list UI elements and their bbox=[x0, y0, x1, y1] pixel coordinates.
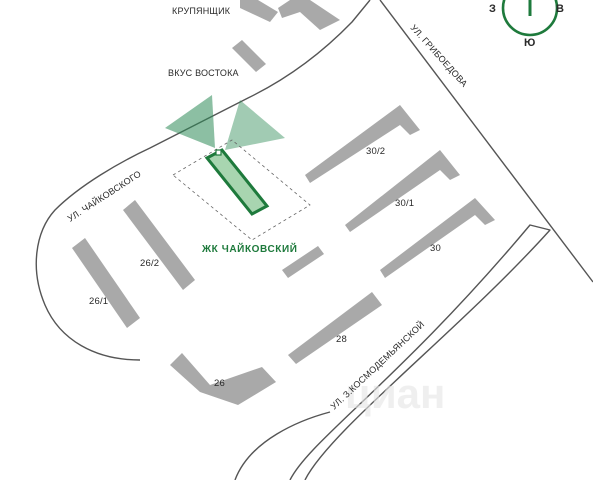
house-30-2: 30/2 bbox=[366, 146, 385, 157]
complex-group bbox=[165, 95, 311, 241]
road-kosmodemyanskoy bbox=[289, 224, 551, 480]
building-26 bbox=[170, 353, 276, 405]
building-small-mid bbox=[282, 246, 324, 278]
place-vkus-vostoka: ВКУС ВОСТОКА bbox=[168, 68, 239, 78]
building-26-2 bbox=[123, 200, 195, 290]
compass-west: З bbox=[489, 3, 496, 15]
complex-label: ЖК ЧАЙКОВСКИЙ bbox=[201, 242, 298, 255]
house-26-1: 26/1 bbox=[89, 296, 108, 307]
house-26: 26 bbox=[214, 378, 225, 389]
complex-plot-outline bbox=[172, 139, 311, 241]
compass: З В Ю bbox=[489, 0, 564, 49]
view-cone-right bbox=[225, 100, 285, 150]
compass-ring bbox=[501, 0, 559, 37]
complex-building bbox=[204, 148, 270, 216]
road-lower-curve bbox=[234, 411, 331, 480]
building-30-1 bbox=[345, 150, 460, 232]
house-30: 30 bbox=[430, 243, 441, 254]
road-griboedova bbox=[379, 0, 593, 283]
house-28: 28 bbox=[336, 334, 347, 345]
view-cone-left bbox=[165, 95, 215, 148]
compass-east: В bbox=[556, 3, 564, 15]
road-chaikovskogo bbox=[35, 0, 371, 361]
building-top-3 bbox=[232, 40, 266, 72]
watermark: циан bbox=[345, 370, 445, 417]
building-28 bbox=[288, 292, 382, 364]
building-top-1 bbox=[240, 0, 278, 22]
building-30 bbox=[380, 198, 495, 278]
house-26-2: 26/2 bbox=[140, 258, 159, 269]
building-top-2 bbox=[278, 0, 340, 30]
buildings bbox=[72, 0, 495, 405]
roads bbox=[35, 0, 593, 480]
building-30-2 bbox=[305, 105, 420, 183]
place-krupyanshchik: КРУПЯНЩИК bbox=[172, 6, 231, 16]
complex-marker bbox=[215, 149, 222, 156]
building-26-1 bbox=[72, 238, 140, 328]
house-30-1: 30/1 bbox=[395, 198, 414, 209]
compass-south: Ю bbox=[524, 37, 536, 49]
